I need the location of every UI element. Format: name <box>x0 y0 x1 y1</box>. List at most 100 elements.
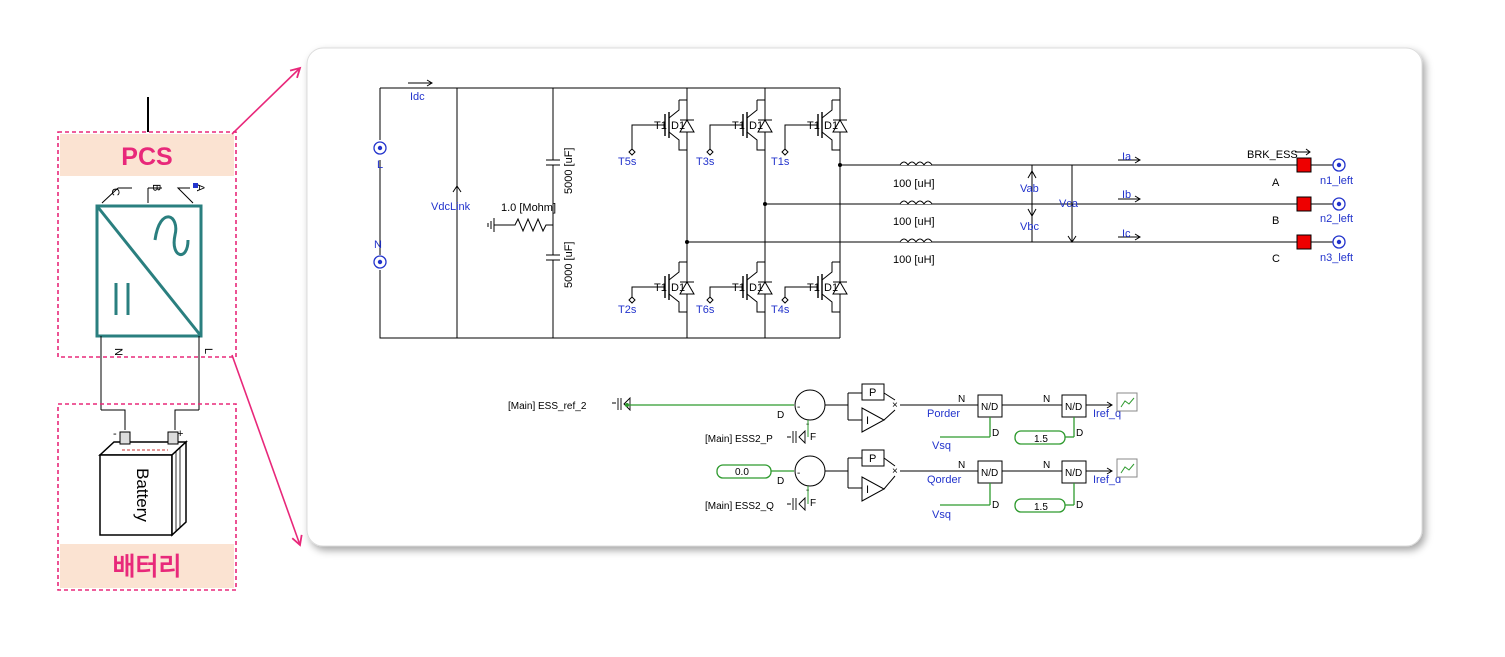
switch-label: T1 <box>807 120 820 132</box>
svg-text:N: N <box>958 460 965 471</box>
gate-label: T5s <box>618 156 637 168</box>
inductor-c-label: 100 [uH] <box>893 254 935 266</box>
switch-label: T1 <box>732 282 745 294</box>
svg-text:N: N <box>1043 460 1050 471</box>
pcs-converter-icon <box>95 204 203 338</box>
switch-label: T1 <box>654 120 667 132</box>
breaker-c <box>1296 234 1312 250</box>
pcs-terminal-n: N <box>112 348 124 356</box>
ia-label: Ia <box>1122 151 1132 163</box>
svg-text:D: D <box>1076 428 1083 439</box>
ess-ref-label: [Main] ESS_ref_2 <box>508 401 587 412</box>
switch-label: T1 <box>732 120 745 132</box>
svg-text:N/D: N/D <box>1065 402 1082 413</box>
vsq-label-2: Vsq <box>932 509 951 521</box>
qorder-label: Qorder <box>927 474 962 486</box>
svg-text:N: N <box>958 394 965 405</box>
svg-text:N/D: N/D <box>981 402 998 413</box>
svg-text:×: × <box>892 466 898 477</box>
svg-text:D: D <box>777 410 784 421</box>
phase-b: B <box>1272 215 1279 227</box>
pcs-label: PCS <box>121 143 172 171</box>
svg-text:N/D: N/D <box>981 468 998 479</box>
vab-label: Vab <box>1020 183 1039 195</box>
switch-label: T1 <box>654 282 667 294</box>
svg-text:I: I <box>866 415 869 427</box>
diode-label: D1 <box>824 120 838 132</box>
vsq-label-1: Vsq <box>932 440 951 452</box>
output-n1: n1_left <box>1320 175 1353 187</box>
svg-text:-: - <box>797 468 800 479</box>
schematic-panel <box>306 47 1423 547</box>
breaker-label: BRK_ESS <box>1247 149 1298 161</box>
breaker-b <box>1296 196 1312 212</box>
gate-label: T6s <box>696 304 715 316</box>
const-2: 1.5 <box>1034 502 1048 513</box>
gate-label: T2s <box>618 304 637 316</box>
output-n2: n2_left <box>1320 213 1353 225</box>
svg-text:P: P <box>869 387 876 399</box>
gate-label: T3s <box>696 156 715 168</box>
battery-icon: - + Battery <box>98 428 188 537</box>
output-n3: n3_left <box>1320 252 1353 264</box>
ac-lines: 100 [uH] 100 [uH] 100 [uH] Vab Vbc Vca I… <box>687 148 1353 266</box>
phase-a: A <box>1272 177 1280 189</box>
ic-label: Ic <box>1122 228 1131 240</box>
svg-text:D: D <box>777 476 784 487</box>
ess-q-label: [Main] ESS2_Q <box>705 501 774 512</box>
svg-text:P: P <box>869 453 876 465</box>
pcs-dashed-box <box>57 131 237 358</box>
ess-p-label: [Main] ESS2_P <box>705 434 773 445</box>
vdclink-label: VdcLink <box>431 201 471 213</box>
pcs-battery-panel: PCS C B A N L 배터리 <box>57 97 237 591</box>
zero-const: 0.0 <box>735 467 749 478</box>
battery-text: Battery <box>133 468 152 522</box>
control-section: [Main] ESS_ref_2 D - - [Main] ESS2_P F P… <box>508 383 1138 521</box>
svg-text:D: D <box>992 500 999 511</box>
diode-label: D1 <box>749 282 763 294</box>
svg-text:D: D <box>992 428 999 439</box>
svg-text:-: - <box>797 402 800 413</box>
battery-label: 배터리 <box>112 553 181 581</box>
resistor-label: 1.0 [Mohm] <box>501 202 556 214</box>
battery-minus: - <box>113 428 117 440</box>
diode-label: D1 <box>824 282 838 294</box>
battery-plus: + <box>177 428 183 440</box>
dc-link: L N Idc VdcLink 5000 [uF] 5000 [uF] 1.0 … <box>373 79 840 339</box>
switch-label: T1 <box>807 282 820 294</box>
svg-text:D: D <box>1076 500 1083 511</box>
pcs-terminal-c: C <box>109 188 121 196</box>
diode-label: D1 <box>671 282 685 294</box>
diode-label: D1 <box>749 120 763 132</box>
inductor-a-label: 100 [uH] <box>893 178 935 190</box>
iref-q-label: Iref_q <box>1093 408 1121 420</box>
diode-label: D1 <box>671 120 685 132</box>
cap-bottom-label: 5000 [uF] <box>563 242 575 288</box>
svg-text:I: I <box>866 484 869 496</box>
const-1: 1.5 <box>1034 434 1048 445</box>
porder-label: Porder <box>927 408 960 420</box>
gate-label: T1s <box>771 156 790 168</box>
inductor-b-label: 100 [uH] <box>893 216 935 228</box>
vca-label: Vca <box>1059 198 1079 210</box>
svg-text:F: F <box>810 498 816 509</box>
svg-text:×: × <box>892 400 898 411</box>
breaker-a <box>1296 157 1312 173</box>
svg-text:N/D: N/D <box>1065 468 1082 479</box>
iref-d-label: Iref_d <box>1093 474 1121 486</box>
svg-text:N: N <box>1043 394 1050 405</box>
node-n: N <box>374 239 382 251</box>
cap-top-label: 5000 [uF] <box>563 148 575 194</box>
gate-label: T4s <box>771 304 790 316</box>
pcs-terminal-a: A <box>194 184 206 192</box>
vbc-label: Vbc <box>1020 221 1039 233</box>
svg-text:F: F <box>810 432 816 443</box>
